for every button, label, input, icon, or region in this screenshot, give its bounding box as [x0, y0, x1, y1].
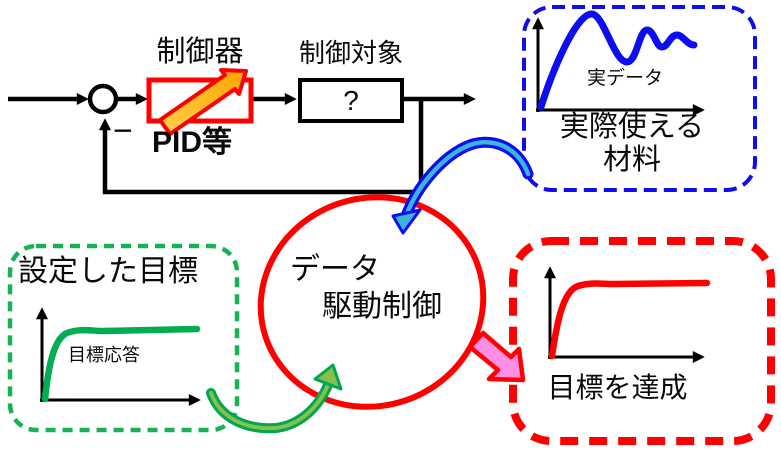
achieved-response-curve [548, 279, 711, 360]
target-response-graph [36, 307, 201, 406]
controller-label: 制御器 [156, 36, 244, 68]
ellipse-text-line2: 駆動制御 [322, 290, 442, 323]
pink-result-arrow [467, 330, 526, 383]
real-data-caption-line1: 実際使える [559, 111, 705, 143]
real-data-dashed-box [522, 5, 757, 192]
achieved-response-graph [544, 266, 711, 363]
real-data-curve-label: 実データ [586, 68, 663, 89]
target-curve-label: 目標応答 [68, 345, 140, 365]
plant-label: 制御対象 [298, 38, 403, 68]
blue-curved-arrow [391, 136, 534, 235]
target-box-title: 設定した目標 [18, 255, 198, 288]
green-curved-arrow [206, 363, 343, 434]
plant-question-mark: ? [343, 85, 359, 116]
tuning-arrow-icon [158, 68, 248, 136]
real-data-graph [532, 10, 705, 116]
real-data-caption-line2: 材料 [602, 144, 661, 176]
real-data-curve [537, 10, 698, 111]
pid-label: PID等 [152, 126, 233, 159]
achieve-caption: 目標を達成 [547, 372, 688, 403]
data-driven-control-ellipse [257, 194, 487, 410]
target-dashed-box [7, 243, 240, 433]
summing-junction [87, 83, 119, 115]
feedback-path [99, 99, 424, 195]
target-response-curve [41, 325, 201, 403]
ellipse-text-line1: データ [290, 253, 380, 286]
achieve-dashed-box [509, 237, 775, 445]
feedback-loop [8, 68, 476, 195]
minus-sign: − [113, 112, 133, 150]
plant-box [298, 78, 404, 123]
